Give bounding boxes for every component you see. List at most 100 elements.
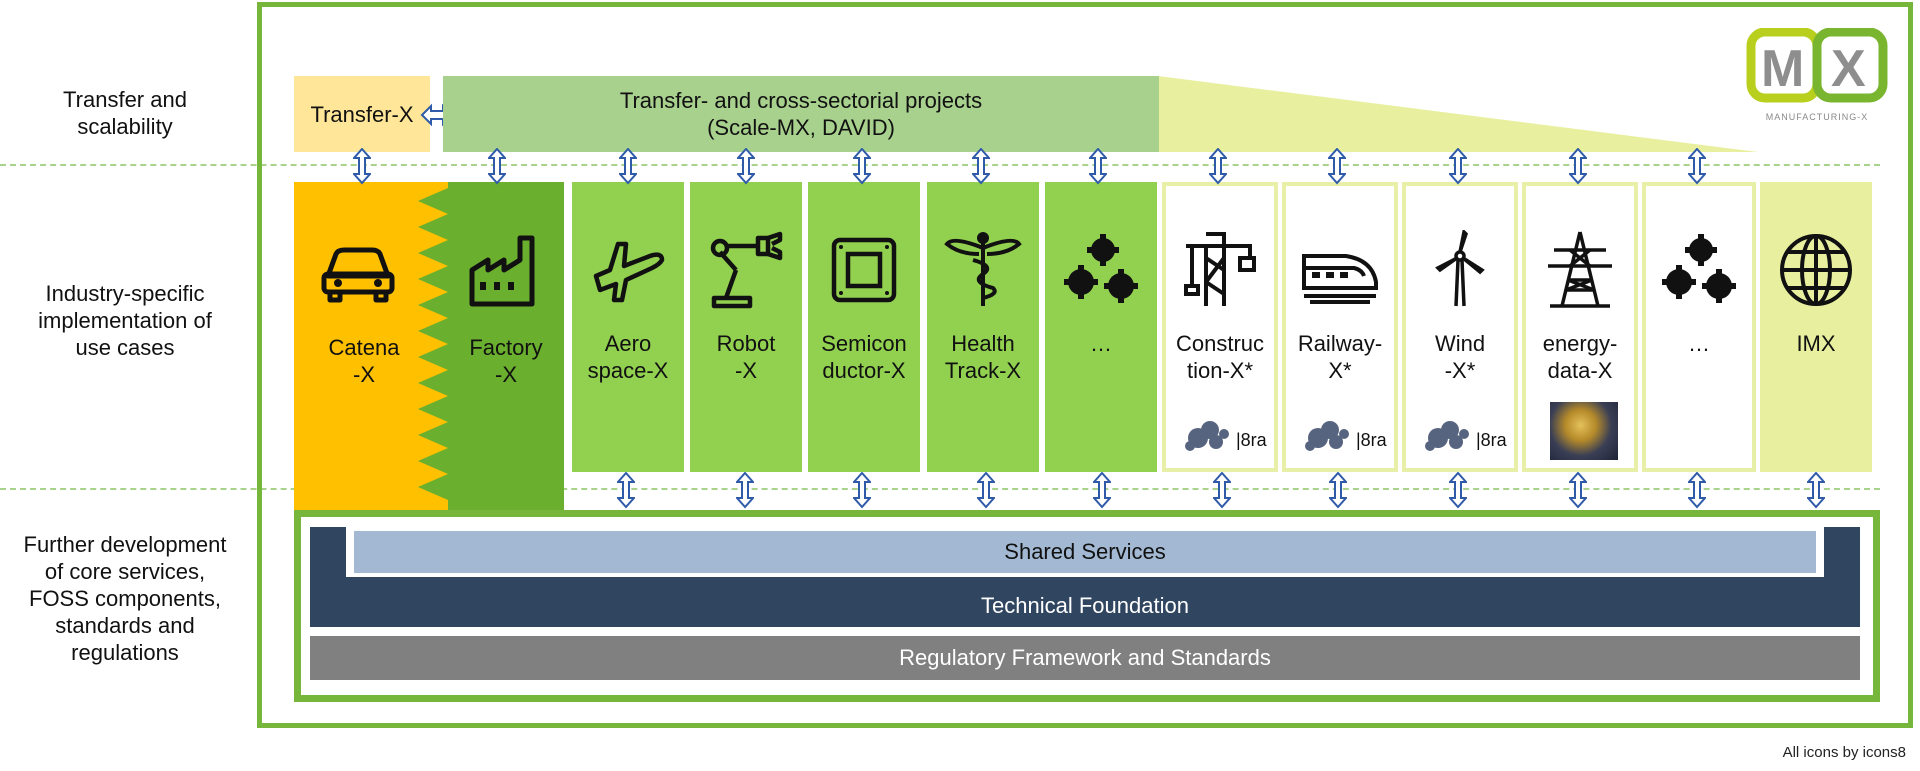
tile-railway-line1: Railway- <box>1297 331 1383 356</box>
tile-semiconductor-line1: Semicon <box>821 331 907 356</box>
regulatory-framework-label: Regulatory Framework and Standards <box>899 645 1271 670</box>
europe-map-logo: |8ra <box>1180 412 1290 460</box>
icon-credit: All icons by icons8 <box>1782 744 1906 761</box>
vertical-double-arrow-icon <box>1688 148 1706 185</box>
vertical-double-arrow-icon <box>977 472 995 509</box>
vertical-double-arrow-icon <box>1449 148 1467 185</box>
gears-icon <box>1659 230 1739 310</box>
tile-catena-line1: Catena <box>328 335 400 360</box>
vertical-double-arrow-icon <box>1569 472 1587 509</box>
scale-wedge <box>1158 76 1758 152</box>
tile-factory-line1: Factory <box>469 335 543 360</box>
row-label-industry: Industry-specific implementation of use … <box>38 281 212 360</box>
tile-railway-line2: X* <box>1328 358 1352 383</box>
car-icon <box>318 230 398 310</box>
tile-health-line1: Health <box>951 331 1015 356</box>
row-label-transfer: Transfer and scalability <box>63 87 187 139</box>
vertical-double-arrow-icon <box>853 472 871 509</box>
vertical-double-arrow-icon <box>619 148 637 185</box>
tile-factory-line2: -X <box>495 362 517 387</box>
vertical-double-arrow-icon <box>1329 472 1347 509</box>
vertical-double-arrow-icon <box>1807 472 1825 509</box>
tile-construction-line2: tion-X* <box>1186 358 1254 383</box>
logo-caption: MANUFACTURING-X <box>1765 112 1869 122</box>
tile-more-white-line1: … <box>1688 331 1710 356</box>
svg-text:X: X <box>1831 40 1866 98</box>
transfer-x-box: Transfer-X <box>294 76 430 152</box>
transfer-x-label: Transfer-X <box>310 102 414 127</box>
tile-semiconductor: Semicon ductor-X <box>808 182 920 472</box>
cross-sectorial-box: Transfer- and cross-sectorial projects (… <box>443 76 1159 152</box>
tile-wind-line2: -X* <box>1444 358 1476 383</box>
tile-catena: Catena -X <box>294 182 448 512</box>
factory-icon <box>466 230 546 310</box>
vertical-double-arrow-icon <box>972 148 990 185</box>
tile-construction: Construc tion-X* |8ra <box>1162 182 1278 472</box>
vertical-double-arrow-icon <box>736 472 754 509</box>
technical-foundation: Technical Foundation <box>310 585 1860 627</box>
globe-icon <box>1776 230 1856 310</box>
shared-services-label: Shared Services <box>1004 539 1166 564</box>
technical-foundation-label: Technical Foundation <box>981 593 1189 618</box>
tile-imx: IMX <box>1760 182 1872 472</box>
tile-aerospace: Aero space-X <box>572 182 684 472</box>
gears-icon <box>1061 230 1141 310</box>
tile-catena-line2: -X <box>353 362 375 387</box>
tile-railway: Railway- X* |8ra <box>1282 182 1398 472</box>
tile-wind-badge: |8ra <box>1476 430 1508 450</box>
vertical-double-arrow-icon <box>1328 148 1346 185</box>
tile-aerospace-line2: space-X <box>587 358 669 383</box>
tile-energy: energy- data-X <box>1522 182 1638 472</box>
vertical-double-arrow-icon <box>617 472 635 509</box>
tile-robot-line1: Robot <box>716 331 776 356</box>
train-icon <box>1300 230 1380 310</box>
vertical-double-arrow-icon <box>737 148 755 185</box>
tile-robot-line2: -X <box>735 358 757 383</box>
tile-railway-badge: |8ra <box>1356 430 1388 450</box>
separator-top <box>0 164 1880 166</box>
tile-wind: Wind -X* |8ra <box>1402 182 1518 472</box>
manufacturing-x-logo: M X MANUFACTURING-X <box>1745 27 1889 126</box>
vertical-double-arrow-icon <box>488 148 506 185</box>
wind-turbine-icon <box>1420 228 1500 310</box>
tile-health: Health Track-X <box>927 182 1039 472</box>
tile-imx-line1: IMX <box>1796 331 1836 356</box>
tile-construction-line1: Construc <box>1175 331 1265 356</box>
svg-text:M: M <box>1761 40 1804 98</box>
vertical-double-arrow-icon <box>1688 472 1706 509</box>
vertical-double-arrow-icon <box>1209 148 1227 185</box>
tile-construction-badge: |8ra <box>1236 430 1268 450</box>
europe-night-image <box>1550 402 1618 460</box>
row-label-core: Further development of core services, FO… <box>23 532 227 665</box>
tile-energy-line2: data-X <box>1547 358 1613 383</box>
airplane-icon <box>588 230 668 310</box>
europe-map-logo: |8ra <box>1300 412 1410 460</box>
vertical-double-arrow-icon <box>853 148 871 185</box>
vertical-double-arrow-icon <box>1089 148 1107 185</box>
robot-arm-icon <box>706 230 786 310</box>
caduceus-icon <box>943 230 1023 310</box>
tile-health-line2: Track-X <box>944 358 1022 383</box>
vertical-double-arrow-icon <box>353 148 371 185</box>
tile-energy-line1: energy- <box>1542 331 1618 356</box>
vertical-double-arrow-icon <box>1449 472 1467 509</box>
tile-factory-background <box>418 182 564 512</box>
tile-more-white: … <box>1642 182 1756 472</box>
chip-icon <box>824 230 904 310</box>
vertical-double-arrow-icon <box>1569 148 1587 185</box>
tile-wind-line1: Wind <box>1434 331 1486 356</box>
cross-sectorial-line1: Transfer- and cross-sectorial projects <box>619 88 983 113</box>
tile-more-green-line1: … <box>1090 331 1112 356</box>
separator-bottom <box>0 488 1880 490</box>
vertical-double-arrow-icon <box>1093 472 1111 509</box>
tile-factory: Factory -X <box>448 182 564 512</box>
cross-sectorial-line2: (Scale-MX, DAVID) <box>707 115 895 140</box>
regulatory-framework: Regulatory Framework and Standards <box>310 636 1860 680</box>
tile-more-green: … <box>1045 182 1157 472</box>
shared-services: Shared Services <box>354 531 1816 573</box>
tile-semiconductor-line2: ductor-X <box>822 358 906 383</box>
power-tower-icon <box>1540 230 1620 310</box>
crane-icon <box>1180 230 1260 310</box>
tile-robot: Robot -X <box>690 182 802 472</box>
europe-map-logo: |8ra <box>1420 412 1530 460</box>
